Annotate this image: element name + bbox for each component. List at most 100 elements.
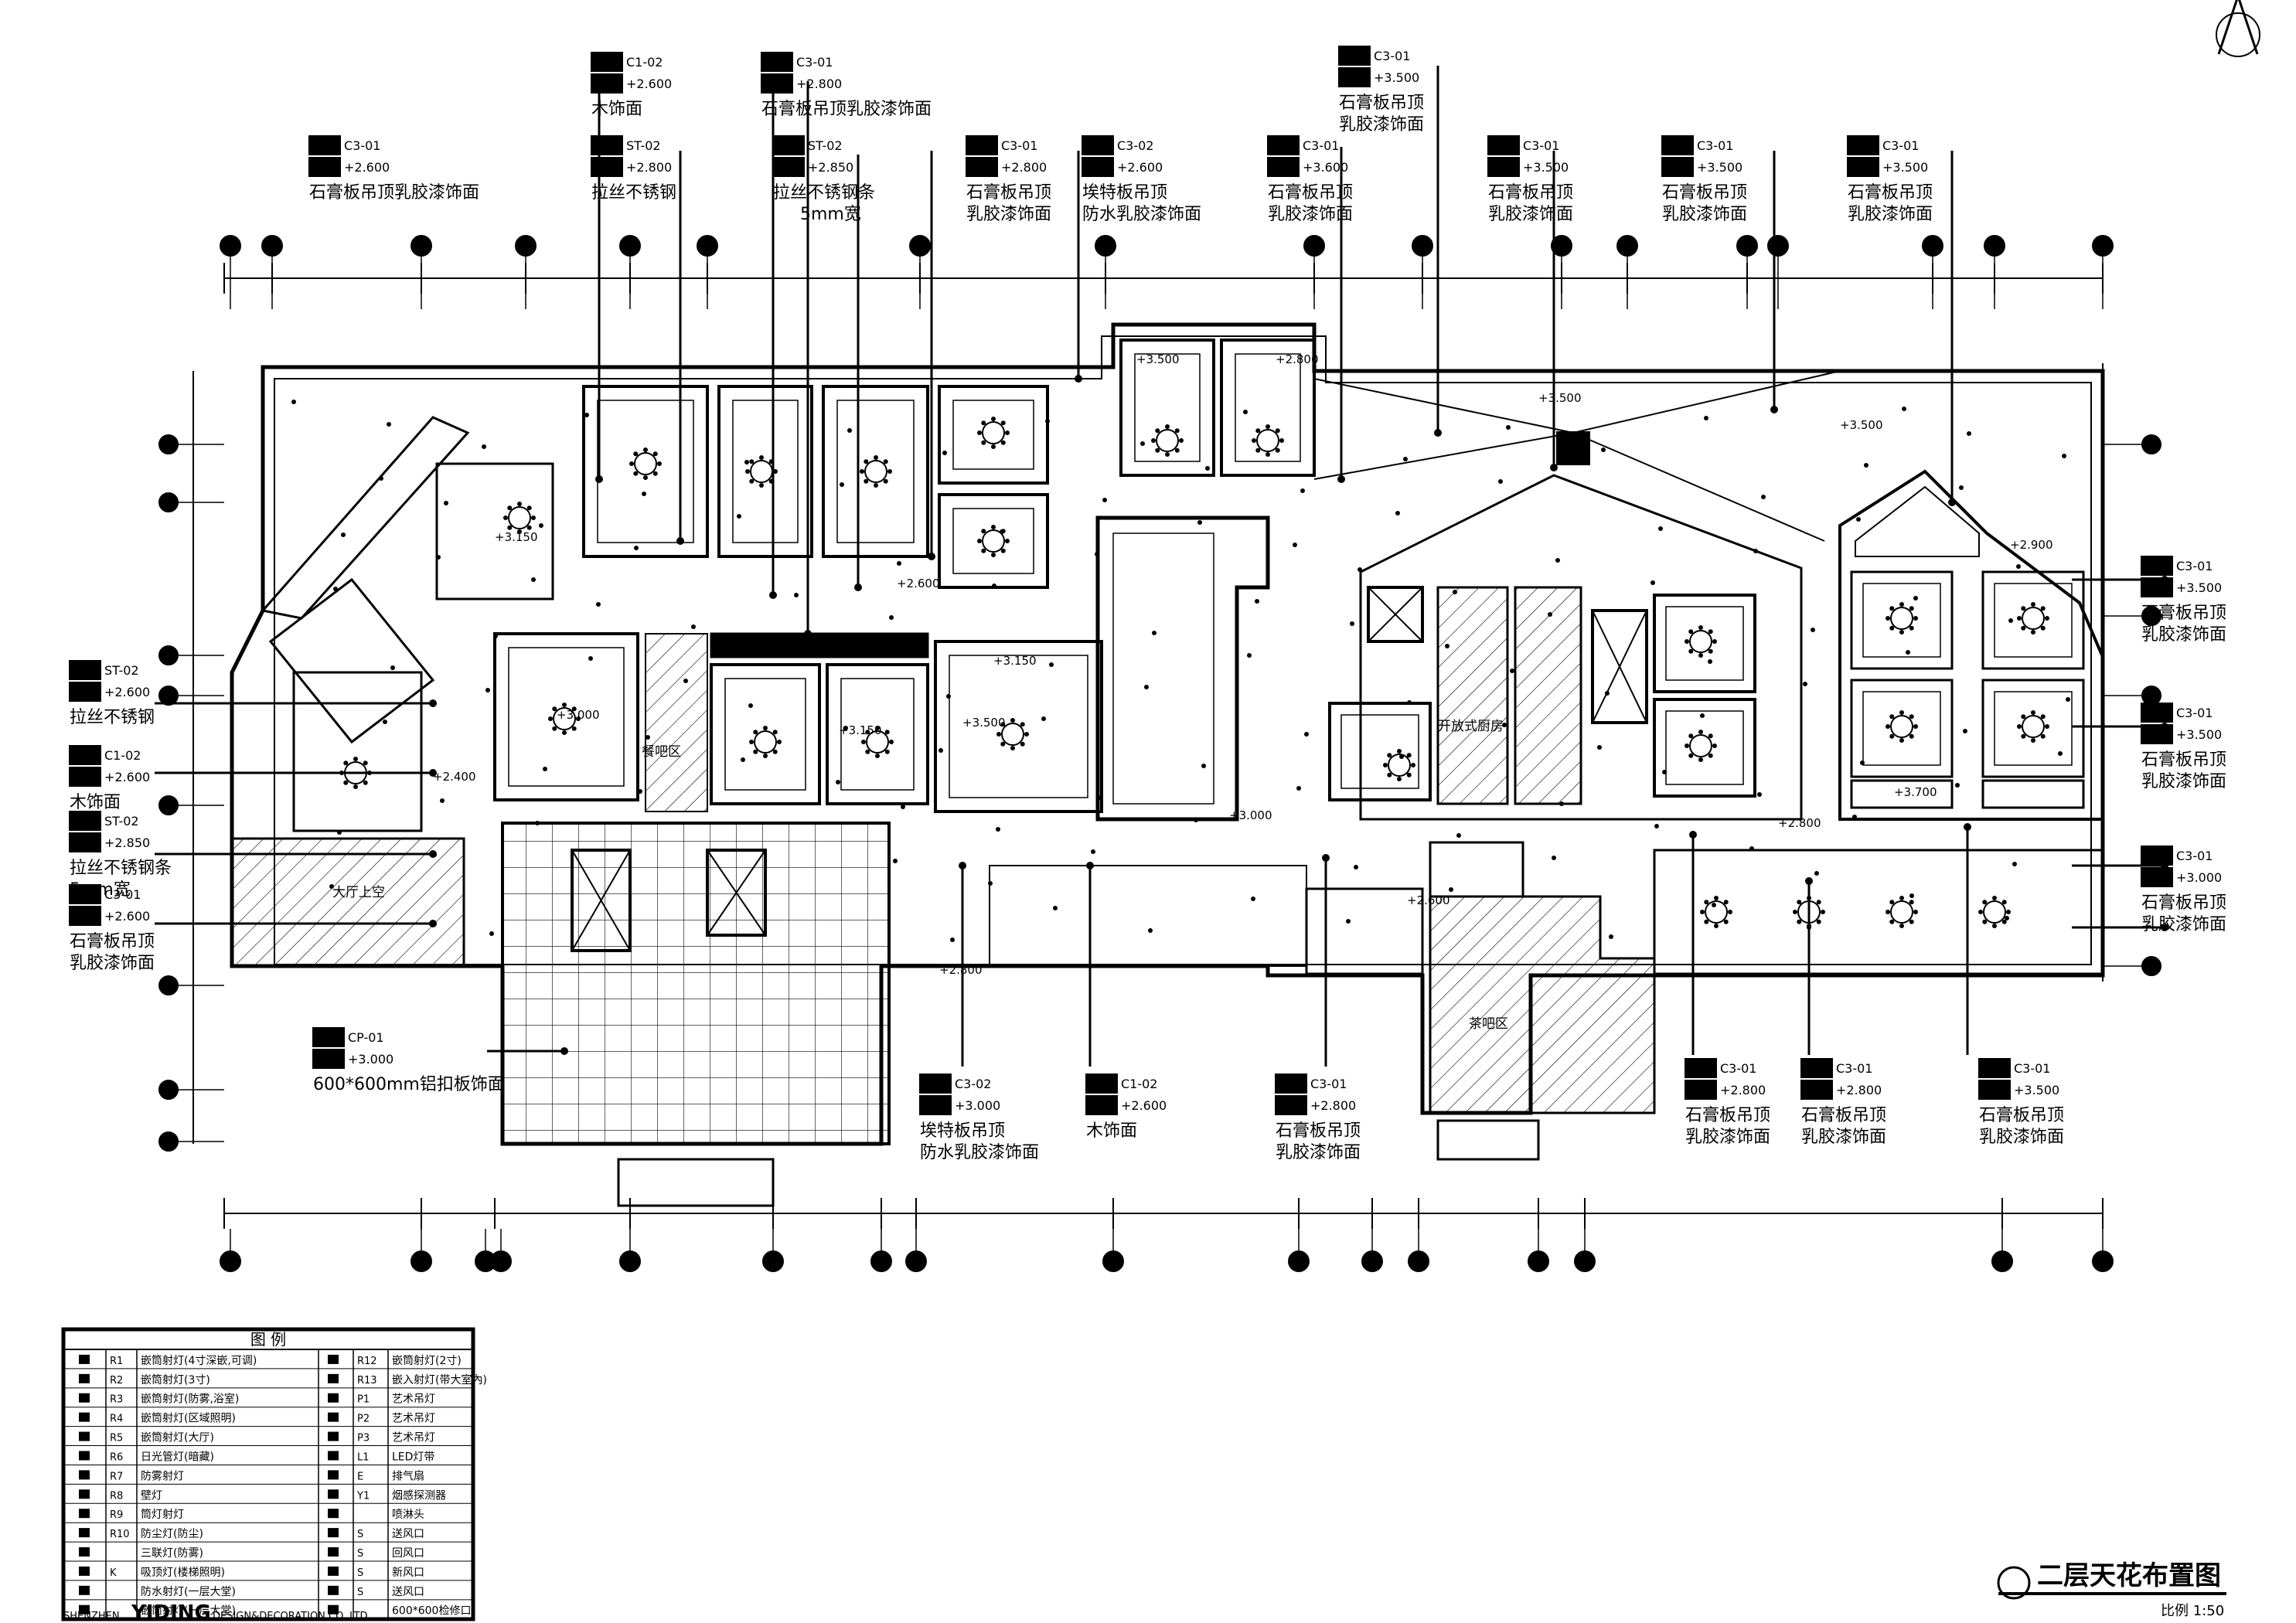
- lamp-point: [745, 469, 750, 474]
- downlight-icon: [588, 656, 593, 661]
- lamp-point: [517, 529, 522, 534]
- axis-bubble: [2141, 434, 2161, 454]
- lamp-point: [633, 451, 639, 457]
- legend-code: P2: [357, 1414, 370, 1425]
- lamp-point: [874, 483, 878, 488]
- callout-level: +2.800: [1001, 160, 1047, 175]
- lamp-point: [353, 784, 358, 789]
- lamp-point: [1000, 741, 1006, 747]
- elevator-cross: [571, 849, 631, 951]
- ceiling-room: [1850, 779, 1954, 809]
- lamp-point: [1397, 777, 1402, 781]
- legend-symbol-icon: [79, 1528, 90, 1538]
- downlight-icon: [341, 532, 346, 537]
- lamp-point: [861, 740, 866, 744]
- legend-symbol-icon: [328, 1412, 339, 1422]
- lamp-point: [507, 505, 513, 511]
- callout-tag: C3-01: [1882, 138, 1919, 153]
- callout-level: +3.500: [1697, 160, 1742, 175]
- legend-code: P3: [357, 1433, 370, 1444]
- lamp-point: [1275, 447, 1280, 453]
- lamp-point: [2031, 630, 2035, 635]
- callout-tag: C3-01: [1303, 138, 1339, 153]
- leader-dot: [1550, 464, 1558, 471]
- callout-level-box: [2141, 724, 2173, 744]
- pendant-lamp-icon: [1156, 429, 1179, 452]
- ceiling-recess: [952, 400, 1034, 470]
- downlight-icon: [489, 931, 494, 936]
- axis-bubble: [515, 235, 537, 257]
- pendant-lamp-icon: [866, 730, 889, 754]
- lamp-point: [1685, 639, 1689, 644]
- callout-level-box: [1275, 1095, 1307, 1115]
- level-mark: +3.000: [557, 708, 600, 722]
- legend-code: S: [357, 1567, 363, 1579]
- lamp-point: [1797, 900, 1802, 905]
- legend-desc: 日光管灯(暗藏): [141, 1451, 214, 1463]
- downlight-icon: [646, 735, 650, 740]
- level-mark: +3.700: [1894, 785, 1937, 799]
- lamp-point: [576, 716, 581, 721]
- callout-tag: C3-01: [1720, 1061, 1756, 1076]
- callout-text: 埃特板吊顶: [920, 1121, 1005, 1141]
- lamp-point: [1712, 743, 1717, 748]
- lamp-point: [1793, 910, 1797, 914]
- legend-desc: 三联灯(防雾): [141, 1547, 203, 1560]
- ceiling-recess: [1994, 583, 2073, 658]
- lamp-point: [2031, 710, 2035, 715]
- legend-code: R9: [110, 1509, 123, 1521]
- legend-desc: 壁灯: [141, 1489, 162, 1502]
- downlight-icon: [938, 748, 943, 753]
- legend-symbol-icon: [79, 1604, 90, 1614]
- legend-desc: 艺术吊灯: [392, 1432, 435, 1444]
- lamp-point: [860, 469, 864, 474]
- downlight-icon: [2005, 916, 2009, 920]
- lamp-point: [526, 525, 532, 530]
- downlight-icon: [1053, 906, 1058, 910]
- axis-bubble: [1616, 235, 1638, 257]
- ceiling-room: [292, 671, 423, 832]
- downlight-icon: [1902, 407, 1906, 411]
- legend-symbol-icon: [328, 1431, 339, 1441]
- axis-bubble: [1991, 1250, 2013, 1272]
- legend-desc: LED灯带: [392, 1451, 434, 1463]
- lamp-point: [1714, 924, 1719, 928]
- downlight-icon: [2008, 618, 2013, 623]
- lamp-point: [875, 754, 880, 758]
- level-mark: +2.800: [1778, 816, 1821, 830]
- callout-text: 乳胶漆饰面: [1848, 205, 1933, 224]
- column: [1556, 431, 1590, 465]
- callout-text: 乳胶漆饰面: [2141, 915, 2226, 934]
- lamp-point: [1889, 733, 1895, 739]
- downlight-icon: [988, 881, 993, 886]
- callout-level-box: [1685, 1080, 1717, 1100]
- callout-tag-box: [1685, 1058, 1717, 1078]
- legend-code: L1: [357, 1451, 370, 1463]
- downlight-icon: [1559, 801, 1564, 806]
- soffit-band: [710, 632, 929, 658]
- lamp-point: [1406, 772, 1412, 777]
- lamp-point: [1899, 630, 1904, 635]
- callout-level-box: [1978, 1080, 2011, 1100]
- legend-desc: 吸顶灯(楼梯照明): [141, 1567, 225, 1579]
- callout-tag-box: [966, 135, 998, 155]
- balcony: [1436, 1119, 1540, 1161]
- lamp-point: [526, 505, 532, 511]
- leader-dot: [1964, 823, 1971, 831]
- pendant-lamp-icon: [750, 460, 773, 483]
- elevator-shaft: [571, 849, 632, 952]
- callout-text: 埃特板吊顶: [1082, 183, 1167, 202]
- legend-desc: 嵌筒射灯(2寸): [392, 1354, 462, 1367]
- east-wing-outline: [1838, 469, 2104, 821]
- downlight-icon: [1449, 887, 1453, 892]
- axis-bubble: [158, 975, 179, 995]
- ceiling-room: [1328, 702, 1432, 801]
- lamp-point: [1279, 438, 1284, 443]
- callout-level-box: [69, 906, 101, 926]
- lamp-point: [2045, 616, 2049, 621]
- axis-bubble: [1102, 1250, 1124, 1272]
- level-mark: +3.500: [1136, 352, 1180, 366]
- leader-dot: [804, 630, 812, 638]
- callout-level-box: [1847, 157, 1879, 177]
- callout-tag: C3-01: [1001, 138, 1037, 153]
